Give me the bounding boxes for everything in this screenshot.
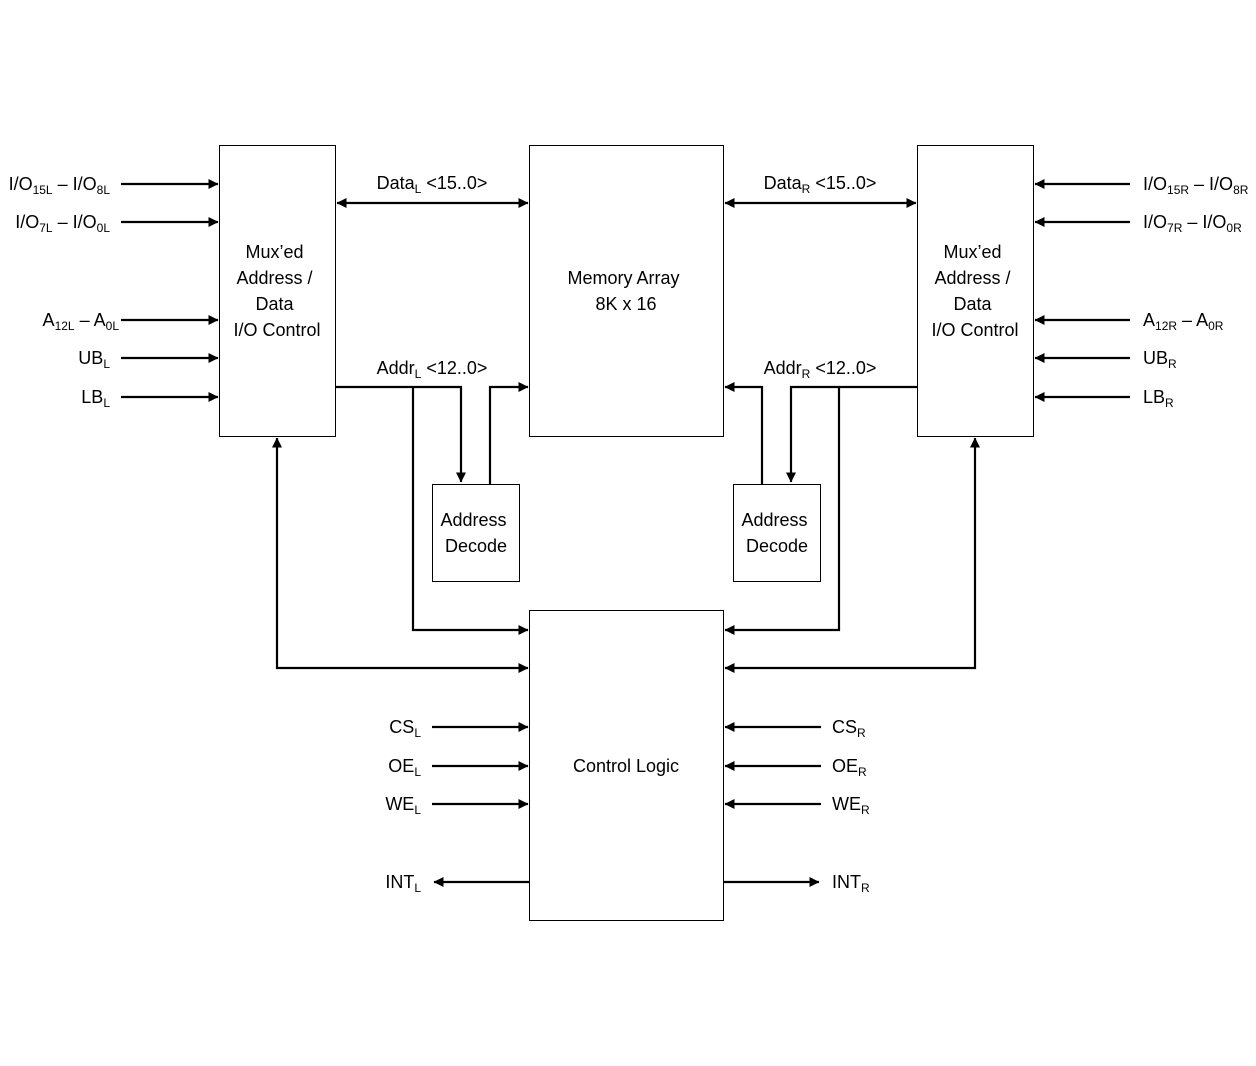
memory-array-block: Memory Array 8K x 16 (529, 145, 724, 437)
we-right-label: WER (832, 794, 870, 817)
control-left-mux-arrow (272, 437, 529, 673)
decode-right-to-memory-arrow (724, 382, 764, 484)
signal-labels: I/O15L – I/O8L I/O7L – I/O0L A12L – A0L … (9, 173, 1249, 895)
data-bus-right-label: DataR <15..0> (764, 173, 877, 196)
cs-left-label: CSL (389, 717, 421, 740)
addr-bus-left-label: AddrL <12..0> (377, 358, 488, 381)
ub-right-label: UBR (1143, 348, 1177, 371)
cs-right-label: CSR (832, 717, 866, 740)
decode-left-to-memory-arrow (488, 382, 529, 484)
io-low-left-label: I/O7L – I/O0L (15, 212, 110, 235)
mux-right-label: Mux’ed Address / Data I/O Control (931, 242, 1018, 340)
addr-bus-right-to-decode-arrow (786, 385, 917, 483)
mux-left-label: Mux’ed Address / Data I/O Control (233, 242, 320, 340)
control-logic-block: Control Logic (529, 610, 724, 921)
int-left-label: INTL (385, 872, 421, 895)
memory-array-label: Memory Array 8K x 16 (567, 268, 684, 314)
address-decode-left-block: Address Decode (432, 484, 520, 582)
io-low-right-label: I/O7R – I/O0R (1143, 212, 1242, 235)
address-decode-right-block: Address Decode (733, 484, 821, 582)
ub-left-label: UBL (78, 348, 110, 371)
io-high-left-label: I/O15L – I/O8L (9, 174, 111, 197)
io-high-right-label: I/O15R – I/O8R (1143, 174, 1249, 197)
addr-bus-left-to-decode-arrow (335, 385, 466, 483)
control-logic-label: Control Logic (573, 756, 679, 776)
mux-left-block: Mux’ed Address / Data I/O Control (219, 145, 336, 437)
addr-left-label: A12L – A0L (43, 310, 120, 333)
oe-right-label: OER (832, 756, 867, 779)
data-bus-left-label: DataL <15..0> (377, 173, 488, 196)
lb-right-label: LBR (1143, 387, 1174, 410)
lb-left-label: LBL (81, 387, 110, 410)
oe-left-label: OEL (388, 756, 421, 779)
connections (121, 179, 1130, 887)
control-right-mux-arrow (724, 437, 980, 673)
we-left-label: WEL (385, 794, 421, 817)
int-right-label: INTR (832, 872, 870, 895)
addr-bus-right-label: AddrR <12..0> (764, 358, 877, 381)
addr-right-label: A12R – A0R (1143, 310, 1224, 333)
mux-right-block: Mux’ed Address / Data I/O Control (917, 145, 1034, 437)
